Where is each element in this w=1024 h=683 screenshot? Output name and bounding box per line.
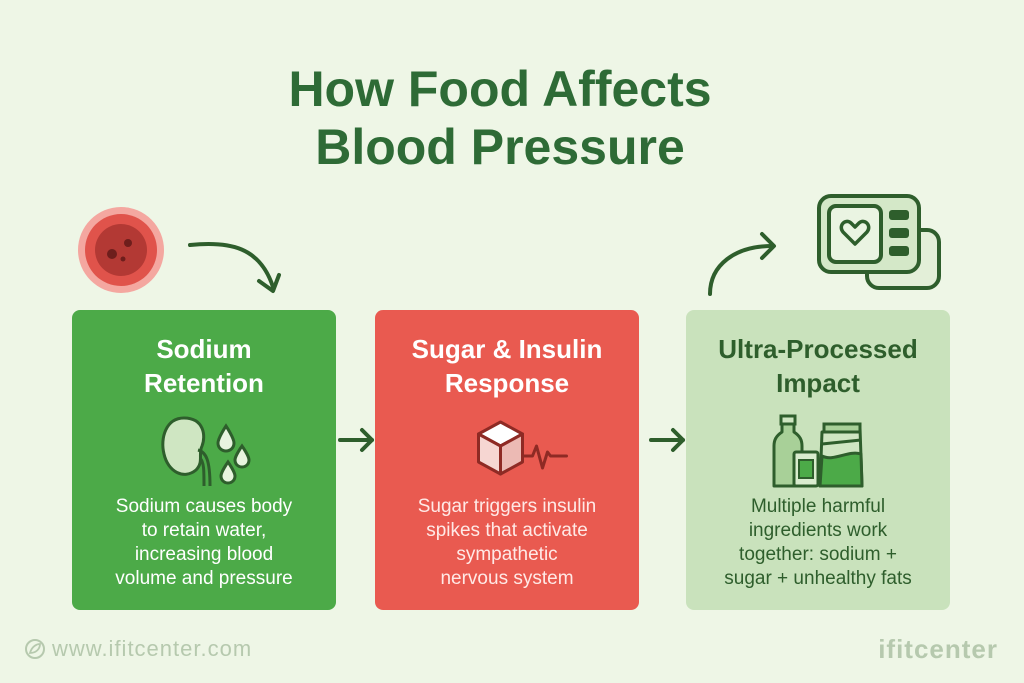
card-title-line-1: Ultra-Processed [718, 334, 918, 364]
card-title-line-1: Sodium [156, 334, 252, 364]
card-title-line-2: Retention [144, 368, 264, 398]
card-ultra-processed-impact: Ultra-Processed Impact Multiple harmful … [686, 310, 950, 610]
sugar-cube-heartbeat-icon [477, 420, 568, 476]
title-line-2: Blood Pressure [315, 119, 685, 175]
arrow-right-icon [649, 428, 685, 452]
card-description-line: increasing blood [134, 544, 274, 565]
card-description-line: Multiple harmful [750, 496, 886, 517]
blood-cell-icon [78, 207, 164, 293]
card-description-line: spikes that activate [426, 520, 588, 541]
card-sodium-retention: Sodium Retention Sodium causes body to r… [72, 310, 336, 610]
card-description-line: nervous system [440, 568, 574, 589]
curved-arrow-icon [188, 241, 281, 293]
card-title-line-2: Impact [776, 368, 860, 398]
card-description: Sugar triggers insulin spikes that activ… [389, 495, 625, 591]
brand-logo: ifitcenter [878, 634, 998, 664]
card-title-line-2: Response [444, 368, 570, 398]
title-line-1: How Food Affects [288, 61, 712, 117]
card-title: Sodium Retention [72, 332, 336, 400]
card-description-line: sugar + unhealthy fats [724, 568, 912, 589]
processed-food-packages-icon [772, 414, 864, 488]
card-title: Sugar & Insulin Response [375, 332, 639, 400]
kidney-with-water-drops-icon [161, 416, 251, 487]
card-description-line: ingredients work [748, 520, 888, 541]
card-description: Multiple harmful ingredients work togeth… [700, 495, 936, 591]
card-title-line-1: Sugar & Insulin [411, 334, 603, 364]
card-description-line: together: sodium + [739, 544, 897, 565]
arrow-right-icon [338, 428, 374, 452]
page-title: How Food Affects Blood Pressure [0, 60, 1000, 176]
website-url: www.ifitcenter.com [52, 636, 253, 661]
card-description-line: Sugar triggers insulin [417, 496, 597, 517]
footer-website: www.ifitcenter.com [24, 636, 252, 662]
card-description-line: to retain water, [141, 520, 267, 541]
card-sugar-insulin-response: Sugar & Insulin Response Sugar triggers … [375, 310, 639, 610]
card-description-line: Sodium causes body [115, 496, 293, 517]
card-description-line: volume and pressure [115, 568, 293, 589]
card-description-line: sympathetic [456, 544, 558, 565]
blood-pressure-monitor-icon [817, 194, 941, 290]
curved-arrow-up-icon [708, 232, 776, 296]
card-description: Sodium causes body to retain water, incr… [86, 495, 322, 591]
card-title: Ultra-Processed Impact [686, 332, 950, 400]
leaf-logo-icon [25, 639, 45, 659]
